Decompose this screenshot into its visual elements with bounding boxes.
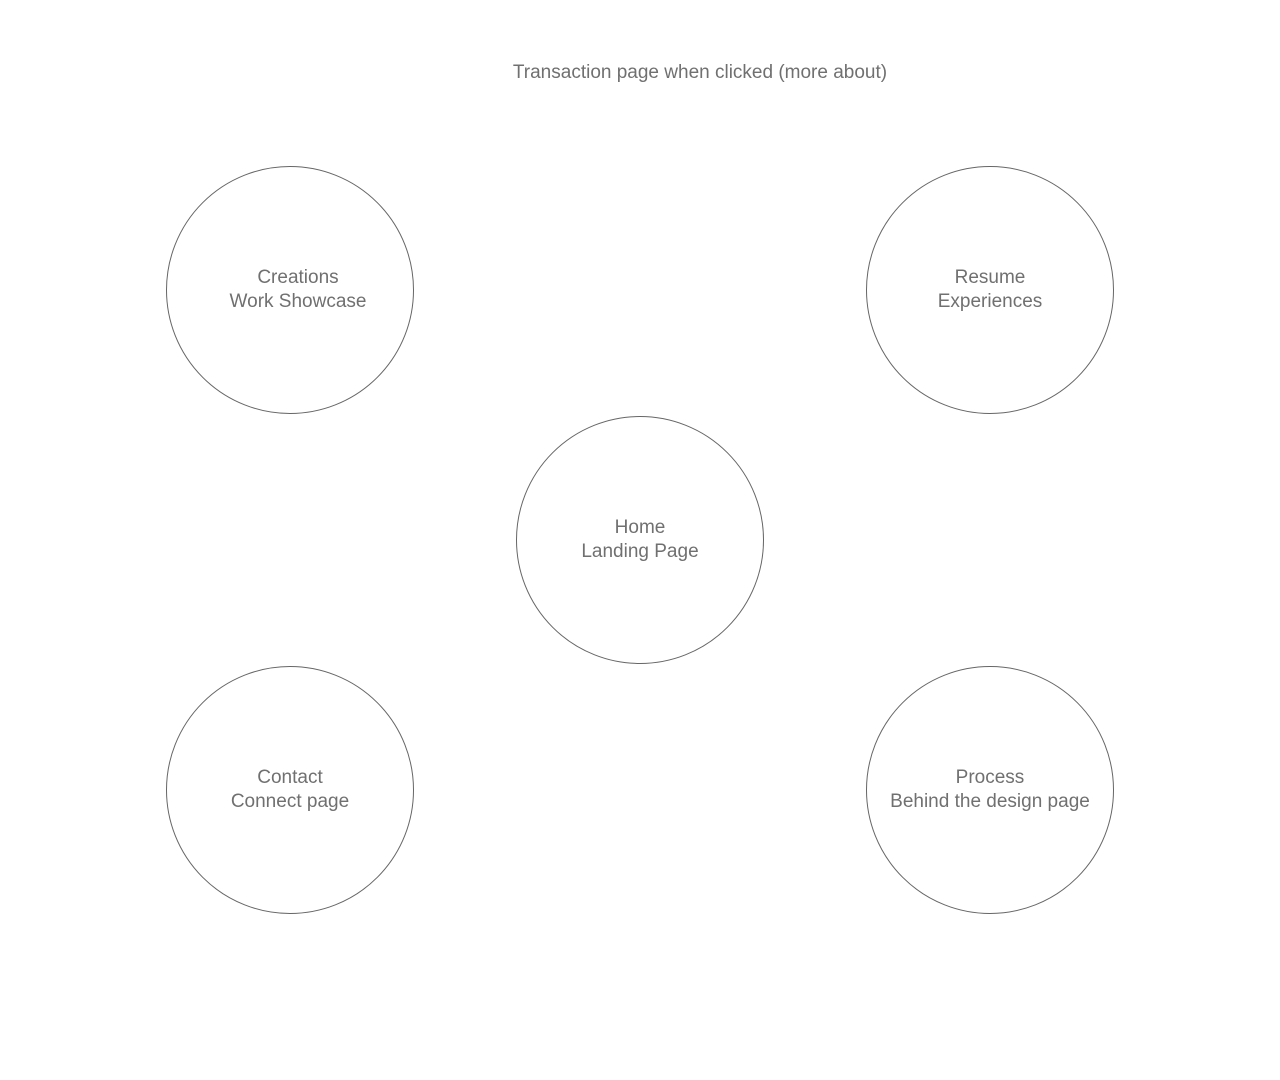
home-node[interactable]: Home Landing Page bbox=[516, 416, 764, 664]
creations-subtitle: Work Showcase bbox=[229, 291, 367, 312]
creations-node[interactable]: Creations Work Showcase bbox=[166, 166, 414, 414]
contact-subtitle: Connect page bbox=[230, 791, 350, 812]
process-title: Process bbox=[955, 767, 1025, 788]
process-node[interactable]: Process Behind the design page bbox=[866, 666, 1114, 914]
contact-title: Contact bbox=[257, 767, 323, 788]
resume-node[interactable]: Resume Experiences bbox=[866, 166, 1114, 414]
process-subtitle: Behind the design page bbox=[890, 791, 1090, 812]
transaction-note: Transaction page when clicked (more abou… bbox=[512, 62, 888, 83]
creations-title: Creations bbox=[257, 267, 339, 288]
contact-node[interactable]: Contact Connect page bbox=[166, 666, 414, 914]
home-title: Home bbox=[614, 517, 666, 538]
resume-subtitle: Experiences bbox=[937, 291, 1043, 312]
resume-title: Resume bbox=[954, 267, 1026, 288]
home-subtitle: Landing Page bbox=[581, 541, 699, 562]
